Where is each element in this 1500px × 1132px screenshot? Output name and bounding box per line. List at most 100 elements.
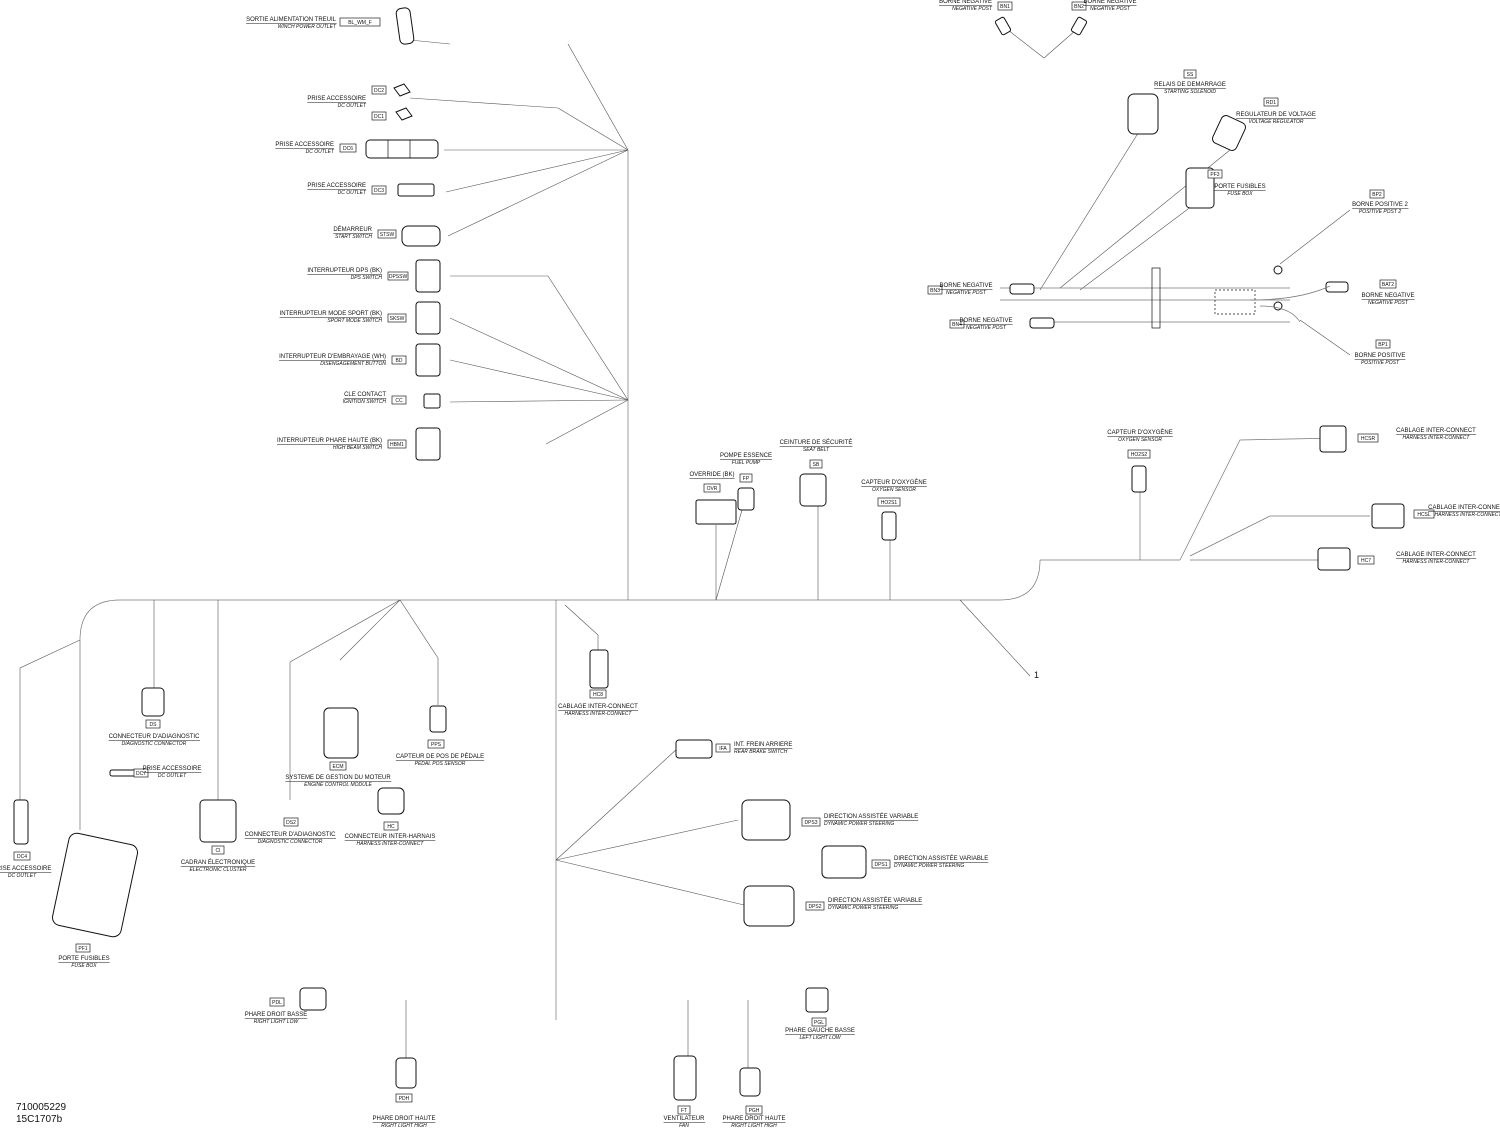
component-code: DC4	[17, 854, 27, 860]
component-code: SKSW	[390, 316, 405, 322]
label-english: VOLTAGE REGULATOR	[1249, 119, 1304, 125]
code-box	[997, 1, 1013, 11]
label-english: HARNESS INTER-CONNECT	[565, 711, 633, 717]
code-box	[801, 817, 821, 827]
label-english: DC OUTLET	[306, 149, 335, 155]
label-english: SPORT MODE SWITCH	[327, 318, 382, 324]
label-french: PHARE DROIT BASSE	[245, 1012, 308, 1018]
code-box	[1127, 449, 1151, 459]
label-french: PHARE DROIT HAUTE	[373, 1116, 436, 1122]
label-english: NEGATIVE POST	[1368, 300, 1409, 306]
label-french: DIRECTION ASSISTÉE VARIABLE	[894, 855, 988, 862]
label-french: CLE CONTACT	[344, 392, 386, 398]
label-french: INT. FREIN ARRIERE	[734, 742, 792, 748]
label-english: LEFT LIGHT LOW	[799, 1035, 841, 1041]
code-box	[1375, 339, 1391, 349]
code-box	[387, 313, 407, 323]
callout-number: 1	[1034, 670, 1039, 680]
code-box	[1183, 69, 1197, 79]
label-english: DYNAMIC POWER STEERING	[894, 863, 964, 869]
label-english: NEGATIVE POST	[1090, 6, 1131, 12]
component-code: BAT2	[1382, 282, 1394, 288]
label-english: HIGH BEAM SWITCH	[333, 445, 383, 451]
label-english: NEGATIVE POST	[966, 325, 1007, 331]
code-box	[703, 483, 721, 493]
component-code: BP2	[1372, 192, 1382, 198]
label-french: PORTE FUSIBLES	[58, 956, 109, 962]
label-french: SYSTEME DE GESTION DU MOTEUR	[285, 775, 391, 781]
label-english: FUSE BOX	[71, 963, 97, 969]
label-french: PRISE ACCESSOIRE	[275, 142, 334, 148]
label-english: SEAT BELT	[803, 447, 830, 453]
label-english: HARNESS INTER-CONNECT	[357, 841, 425, 847]
label-french: BORNE NEGATIVE	[960, 318, 1013, 324]
code-box	[739, 473, 753, 483]
component-code: BL_WM_F	[348, 20, 372, 26]
component-code: DPS1	[874, 862, 887, 868]
code-box	[339, 143, 357, 153]
code-box	[1071, 1, 1087, 11]
label-french: CABLAGE INTER-CONNECT	[1396, 428, 1476, 434]
label-french: POMPE ESSENCE	[720, 453, 772, 459]
label-english: FAN	[679, 1123, 689, 1129]
code-box	[391, 355, 407, 365]
doc-number: 710005229	[16, 1102, 66, 1113]
label-french: RELAIS DE DEMARRAGE	[1154, 82, 1226, 88]
code-box	[1413, 509, 1435, 519]
label-french: PRISE ACCESSOIRE	[143, 766, 202, 772]
code-box	[13, 851, 31, 861]
label-french: CABLAGE INTER-CONNECT	[1396, 552, 1476, 558]
component-code: DPSSW	[389, 274, 408, 280]
component-code: HCSR	[1361, 436, 1376, 442]
component-code: HCSL	[1417, 512, 1431, 518]
code-box	[329, 761, 347, 771]
component-code: PPS	[431, 742, 442, 748]
label-french: CONNECTEUR INTER-HARNAIS	[345, 834, 436, 840]
code-box	[395, 1093, 413, 1103]
component-dc1: DC1	[371, 111, 387, 121]
code-box	[809, 459, 823, 469]
code-box	[427, 739, 445, 749]
label-french: DIRECTION ASSISTÉE VARIABLE	[824, 813, 918, 820]
component-code: DC1	[374, 114, 384, 120]
component-code: DC6	[343, 146, 353, 152]
code-box	[75, 943, 91, 953]
label-english: WINCH POWER OUTLET	[278, 24, 337, 30]
component-code: FP	[743, 476, 750, 482]
label-english: DIAGNOSTIC CONNECTOR	[258, 839, 323, 845]
label-english: DPS SWITCH	[351, 275, 383, 281]
component-code: PGL	[814, 1020, 824, 1026]
code-box	[949, 319, 965, 329]
label-english: OXYGEN SENSOR	[872, 487, 916, 493]
label-french: CABLAGE INTER-CONNECT	[558, 704, 638, 710]
label-english: DC OUTLET	[8, 873, 37, 879]
component-code: DC7	[136, 771, 146, 777]
component-code: FT	[681, 1108, 687, 1114]
battery-terminal-assembly	[1000, 265, 1349, 329]
label-french: CAPTEUR D'OXYGÈNE	[861, 479, 927, 486]
component-code: CC	[395, 398, 403, 404]
component-code: STSW	[380, 232, 395, 238]
code-box	[589, 689, 607, 699]
label-english: NEGATIVE POST	[946, 290, 987, 296]
label-english: IGNITION SWITCH	[343, 399, 387, 405]
connector-glyphs	[13, 7, 1405, 1101]
label-english: DC OUTLET	[338, 103, 367, 109]
code-box	[377, 229, 397, 239]
component-code: PGH	[749, 1108, 760, 1114]
